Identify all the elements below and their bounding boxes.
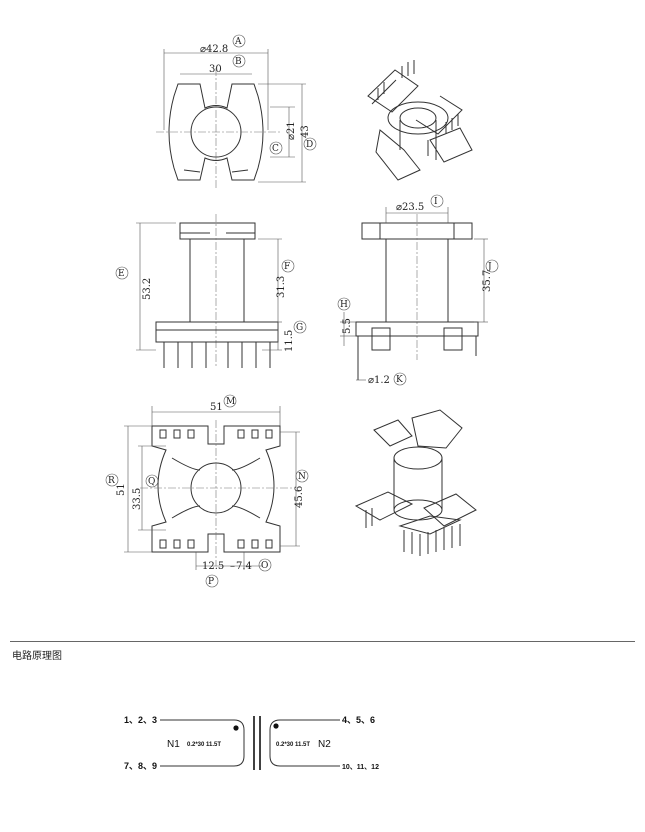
label-d: D bbox=[306, 140, 313, 150]
front-view: 53.2 E 31.3 F 11.5 G bbox=[115, 214, 307, 368]
label-f: F bbox=[284, 262, 290, 272]
side-view: ⌀23.5 I 35.7 J 5.5 H ⌀1.2 K bbox=[337, 194, 499, 386]
bottom-pin-slots bbox=[159, 429, 273, 549]
dim-g: 11.5 bbox=[284, 330, 295, 352]
dim-o: 7.4 bbox=[236, 561, 252, 572]
label-e: E bbox=[118, 269, 125, 279]
front-pins bbox=[163, 342, 271, 368]
label-c: C bbox=[272, 144, 279, 154]
pins-1-2-3: 1、2、3 bbox=[124, 715, 157, 725]
isometric-view-bottom bbox=[354, 409, 477, 556]
label-q: Q bbox=[148, 477, 155, 487]
label-r: R bbox=[108, 476, 115, 486]
winding-n2: 4、5、6 10、11、12 0.2*30 11.5T N2 bbox=[269, 715, 379, 771]
label-i: I bbox=[434, 197, 438, 207]
pins-10-11-12: 10、11、12 bbox=[342, 764, 379, 771]
label-j: J bbox=[487, 262, 492, 272]
dim-f: 31.3 bbox=[276, 276, 287, 298]
pins-7-8-9: 7、8、9 bbox=[124, 761, 157, 771]
dim-e: 53.2 bbox=[142, 278, 153, 300]
label-n: N bbox=[298, 472, 306, 482]
dim-c: ⌀21 bbox=[286, 121, 297, 140]
dim-m: 51 bbox=[210, 402, 223, 413]
winding-n2-label: N2 bbox=[318, 739, 331, 750]
dim-i: ⌀23.5 bbox=[396, 202, 424, 213]
svg-text:–: – bbox=[230, 561, 235, 572]
dim-h: 5.5 bbox=[342, 318, 353, 334]
transformer-core bbox=[253, 716, 261, 770]
dim-d: 43 bbox=[300, 125, 311, 138]
label-b: B bbox=[235, 57, 242, 67]
dim-k: ⌀1.2 bbox=[368, 375, 390, 386]
dim-p: 12.5 bbox=[202, 561, 224, 572]
label-g: G bbox=[296, 323, 303, 333]
dim-n: 45.6 bbox=[294, 486, 305, 508]
winding-n2-spec: 0.2*30 11.5T bbox=[276, 742, 310, 748]
section-title: 电路原理图 bbox=[12, 651, 62, 662]
circuit-schematic: 1、2、3 7、8、9 N1 0.2*30 11.5T 4、5、6 10、11、… bbox=[124, 715, 379, 771]
technical-drawing: ⌀42.8 A 30 B ⌀21 C 43 D bbox=[105, 34, 499, 588]
pins-4-5-6: 4、5、6 bbox=[342, 715, 375, 725]
label-h: H bbox=[340, 300, 348, 310]
bottom-view: 51 M 51 R 33.5 bbox=[105, 394, 309, 588]
isometric-view-top bbox=[367, 60, 473, 181]
label-a: A bbox=[234, 37, 242, 47]
dim-a: ⌀42.8 bbox=[200, 44, 228, 55]
dim-q: 33.5 bbox=[132, 488, 143, 510]
winding-n1: 1、2、3 7、8、9 N1 0.2*30 11.5T bbox=[124, 715, 245, 771]
dim-b: 30 bbox=[209, 64, 222, 75]
dim-r: 51 bbox=[116, 483, 127, 496]
label-p: P bbox=[208, 577, 214, 587]
dim-j: 35.7 bbox=[482, 270, 493, 292]
label-k: K bbox=[396, 375, 403, 385]
winding-n1-spec: 0.2*30 11.5T bbox=[187, 742, 221, 748]
label-m: M bbox=[226, 397, 235, 407]
label-o: O bbox=[261, 561, 268, 571]
winding-n1-label: N1 bbox=[167, 739, 180, 750]
section-divider bbox=[10, 641, 635, 642]
top-view: ⌀42.8 A 30 B ⌀21 C 43 D bbox=[156, 34, 317, 190]
